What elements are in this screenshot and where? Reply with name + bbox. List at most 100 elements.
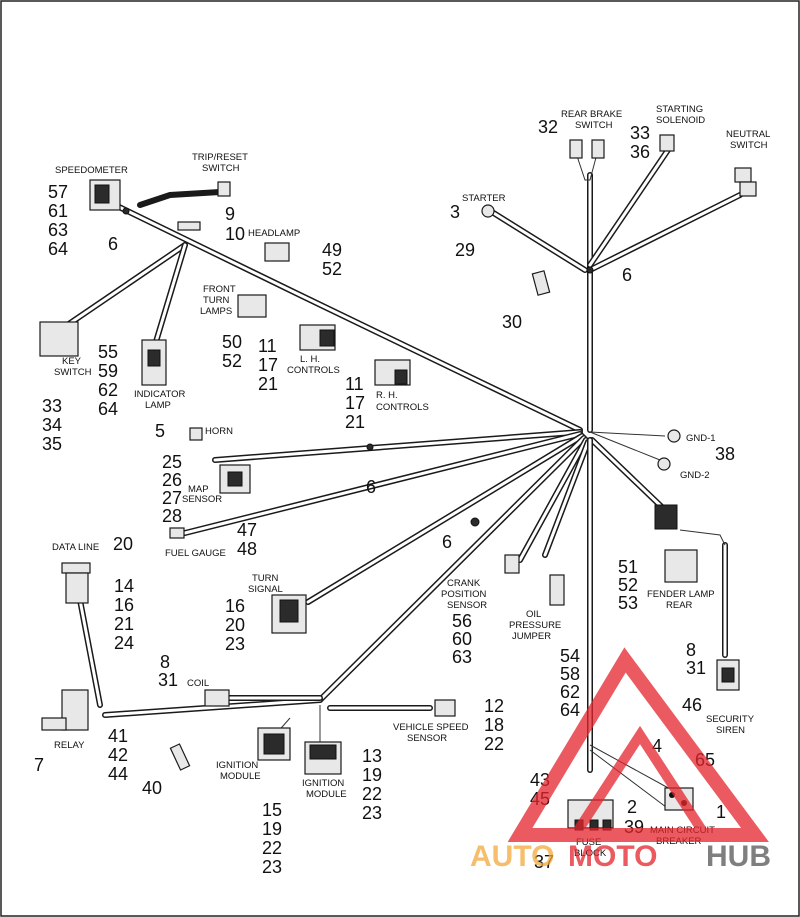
- callout-item-30: 30: [502, 312, 522, 332]
- label-rear-brake-2: SWITCH: [575, 120, 613, 131]
- terminal-part: [177, 221, 201, 231]
- callout-relay-2: 44: [108, 764, 128, 784]
- callout-security-1: 31: [686, 658, 706, 678]
- label-ign2-1: IGNITION: [302, 778, 344, 789]
- callout-fender-1: 52: [618, 575, 638, 595]
- fender-lamp-part: [664, 549, 698, 583]
- callout-horn: 5: [155, 421, 165, 441]
- callout-coil-1: 31: [158, 670, 178, 690]
- callout-rh-1: 17: [345, 393, 365, 413]
- callout-headlamp-1: 52: [322, 259, 342, 279]
- label-key-1: KEY: [62, 356, 82, 367]
- headlamp-part: [264, 242, 290, 262]
- callout-oil-1: 58: [560, 664, 580, 684]
- callout-fuse-37: 37: [534, 852, 554, 872]
- callout-data-line: 20: [113, 534, 133, 554]
- label-headlamp: HEADLAMP: [248, 228, 300, 239]
- label-map-1: MAP: [188, 484, 209, 495]
- callout-rh-2: 21: [345, 412, 365, 432]
- callout-data-conn-1: 16: [114, 595, 134, 615]
- components: [39, 134, 757, 831]
- label-relay: RELAY: [54, 740, 85, 751]
- callout-indicator-1: 59: [98, 361, 118, 381]
- label-key-2: SWITCH: [54, 367, 92, 378]
- label-crank-2: POSITION: [441, 589, 487, 600]
- callout-lh-2: 21: [258, 374, 278, 394]
- callout-mid-6: 6: [366, 477, 376, 497]
- callout-security-46: 46: [682, 695, 702, 715]
- label-front-3: LAMPS: [200, 306, 232, 317]
- callout-oil-3: 64: [560, 700, 580, 720]
- callout-map-3: 28: [162, 506, 182, 526]
- label-rh-2: CONTROLS: [376, 402, 429, 413]
- callout-solenoid-0: 33: [630, 123, 650, 143]
- callout-vss-1: 18: [484, 715, 504, 735]
- vss-part: [434, 699, 456, 717]
- label-trip-reset-2: SWITCH: [202, 163, 240, 174]
- label-lh-2: CONTROLS: [287, 365, 340, 376]
- key-switch-part: [39, 321, 79, 357]
- label-crank-3: SENSOR: [447, 600, 487, 611]
- label-vss-1: VEHICLE SPEED: [393, 722, 469, 733]
- label-rh-1: R. H.: [376, 390, 398, 401]
- watermark-moto: MOTO: [568, 840, 657, 873]
- callout-item-2: 2: [627, 797, 637, 817]
- callout-key-2: 35: [42, 434, 62, 454]
- callout-map-2: 27: [162, 488, 182, 508]
- label-crank-1: CRANK: [447, 578, 481, 589]
- callout-starter-29: 29: [455, 240, 475, 260]
- watermark-logo: AUTO MOTO HUB: [470, 647, 771, 873]
- item-40-part: [169, 743, 191, 771]
- label-front-2: TURN: [203, 295, 230, 306]
- callout-ign2-1: 19: [362, 765, 382, 785]
- callout-gnd: 38: [715, 444, 735, 464]
- ignition-module-2-part: [304, 741, 342, 775]
- callout-indicator-2: 62: [98, 380, 118, 400]
- callout-relay-1: 42: [108, 745, 128, 765]
- label-ign1-2: MODULE: [220, 771, 261, 782]
- ignition-module-1-part: [257, 727, 291, 761]
- callout-front-turn-1: 52: [222, 351, 242, 371]
- callout-key-1: 34: [42, 415, 62, 435]
- callout-center-6: 6: [622, 265, 632, 285]
- callout-rear-brake: 32: [538, 117, 558, 137]
- callout-relay-0: 41: [108, 726, 128, 746]
- callout-data-conn-2: 21: [114, 614, 134, 634]
- watermark-hub: HUB: [706, 840, 771, 873]
- indicator-lamp-part: [141, 339, 167, 386]
- oil-pressure-jumper-part: [549, 574, 565, 606]
- gnd1-ring-part: [667, 429, 681, 443]
- label-security-2: SIREN: [716, 725, 745, 736]
- label-neutral-2: SWITCH: [730, 140, 768, 151]
- callout-numbers: 57 61 63 64 6 9 10 49 52 50 52 11 17 21 …: [34, 117, 735, 877]
- label-ind-1: INDICATOR: [134, 389, 186, 400]
- label-oil-2: PRESSURE: [509, 620, 561, 631]
- callout-speedometer-2: 63: [48, 220, 68, 240]
- callout-fender-0: 51: [618, 557, 638, 577]
- watermark-triangle: [507, 647, 769, 842]
- label-coil: COIL: [187, 678, 209, 689]
- speedometer-part: [89, 179, 121, 211]
- callout-speedo-6: 6: [108, 234, 118, 254]
- callout-crank-1: 60: [452, 629, 472, 649]
- callout-fuel-0: 47: [237, 520, 257, 540]
- turn-signal-part: [271, 594, 307, 634]
- fender-connector-part: [654, 504, 678, 530]
- label-fender-1: FENDER LAMP: [647, 589, 715, 600]
- callout-ign2-0: 13: [362, 746, 382, 766]
- label-ind-2: LAMP: [145, 400, 171, 411]
- callout-ign1-3: 23: [262, 857, 282, 877]
- callout-key-0: 33: [42, 396, 62, 416]
- front-turn-lamps-part: [237, 294, 267, 318]
- callout-headlamp-0: 49: [322, 240, 342, 260]
- label-fuel-gauge: FUEL GAUGE: [165, 548, 226, 559]
- label-gnd2: GND-2: [680, 470, 710, 481]
- watermark-auto: AUTO: [470, 840, 554, 873]
- label-vss-2: SENSOR: [407, 733, 447, 744]
- label-horn: HORN: [205, 426, 233, 437]
- label-fender-2: REAR: [666, 600, 693, 611]
- lh-controls-part: [299, 324, 336, 351]
- label-speedometer: SPEEDOMETER: [55, 165, 128, 176]
- callout-indicator-0: 55: [98, 342, 118, 362]
